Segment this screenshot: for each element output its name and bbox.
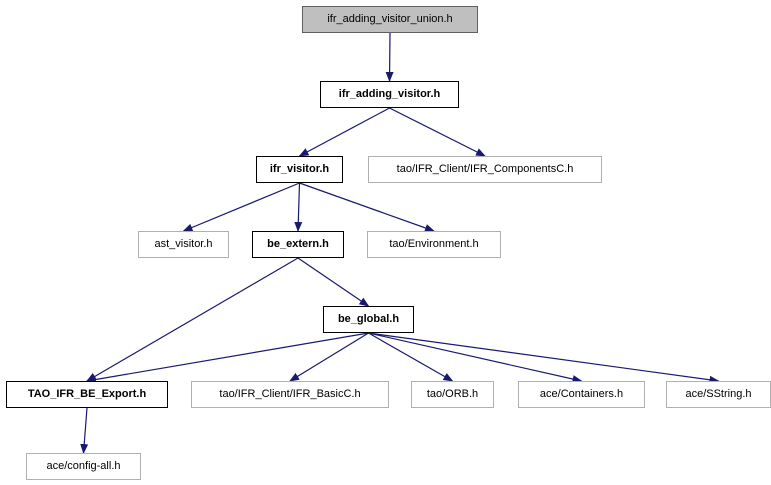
edge-ifr_visitor_h-to-ast_visitor_h [182,182,300,232]
node-label: be_global.h [337,313,400,325]
node-label: ifr_visitor.h [269,163,330,175]
edge-tao_ifr_be_export_h-to-ace_config_all_h [80,407,89,454]
node-label: tao/IFR_Client/IFR_ComponentsC.h [396,163,574,175]
node-label: tao/ORB.h [426,388,479,400]
edge-be_global_h-to-tao_ifr_client_ifr_basicc_h [289,332,369,382]
edge-ifr_visitor_h-to-tao_environment_h [299,182,435,232]
edge-be_global_h-to-tao_orb_h [368,332,454,382]
edge-be_global_h-to-ace_containers_h [368,332,583,383]
edge-ifr_adding_visitor_h-to-ifr_visitor_h [298,107,390,157]
node-be-global-h[interactable]: be_global.h [323,306,414,333]
node-label: ace/config-all.h [46,460,121,472]
node-label: tao/IFR_Client/IFR_BasicC.h [219,388,361,400]
node-label: be_extern.h [267,238,329,250]
node-be-extern-h[interactable]: be_extern.h [252,231,344,258]
node-ifr-adding-visitor-h[interactable]: ifr_adding_visitor.h [320,81,459,108]
node-tao-environment-h[interactable]: tao/Environment.h [367,231,501,258]
node-ifr-visitor-h[interactable]: ifr_visitor.h [256,156,343,183]
edge-be_extern_h-to-be_global_h [297,257,370,307]
node-ace-config-all-h[interactable]: ace/config-all.h [26,453,141,480]
node-label: ifr_adding_visitor_union.h [327,13,453,25]
node-tao-ifr-be-export-h[interactable]: TAO_IFR_BE_Export.h [6,381,168,408]
edge-ifr_adding_visitor_union_h-to-ifr_adding_visitor_h [385,32,394,82]
node-ace-sstring-h[interactable]: ace/SString.h [666,381,771,408]
node-tao-orb-h[interactable]: tao/ORB.h [411,381,494,408]
node-label: TAO_IFR_BE_Export.h [27,388,147,400]
edge-be_extern_h-to-tao_ifr_be_export_h [86,257,299,382]
edge-ifr_adding_visitor_h-to-tao_ifr_client_ifr_componentsc_h [389,107,486,157]
node-ace-containers-h[interactable]: ace/Containers.h [518,381,645,408]
edge-be_global_h-to-tao_ifr_be_export_h [86,332,369,384]
edge-be_global_h-to-ace_sstring_h [368,332,720,384]
node-label: ifr_adding_visitor.h [338,88,441,100]
node-tao-ifr-client-ifr-componentsc-h[interactable]: tao/IFR_Client/IFR_ComponentsC.h [368,156,602,183]
node-ast-visitor-h[interactable]: ast_visitor.h [138,231,229,258]
edge-ifr_visitor_h-to-be_extern_h [294,182,303,232]
node-label: tao/Environment.h [389,238,479,250]
node-label: ast_visitor.h [154,238,213,250]
node-label: ace/Containers.h [539,388,624,400]
node-tao-ifr-client-ifr-basicc-h[interactable]: tao/IFR_Client/IFR_BasicC.h [191,381,389,408]
node-label: ace/SString.h [685,388,752,400]
node-ifr-adding-visitor-union-h[interactable]: ifr_adding_visitor_union.h [302,6,478,33]
